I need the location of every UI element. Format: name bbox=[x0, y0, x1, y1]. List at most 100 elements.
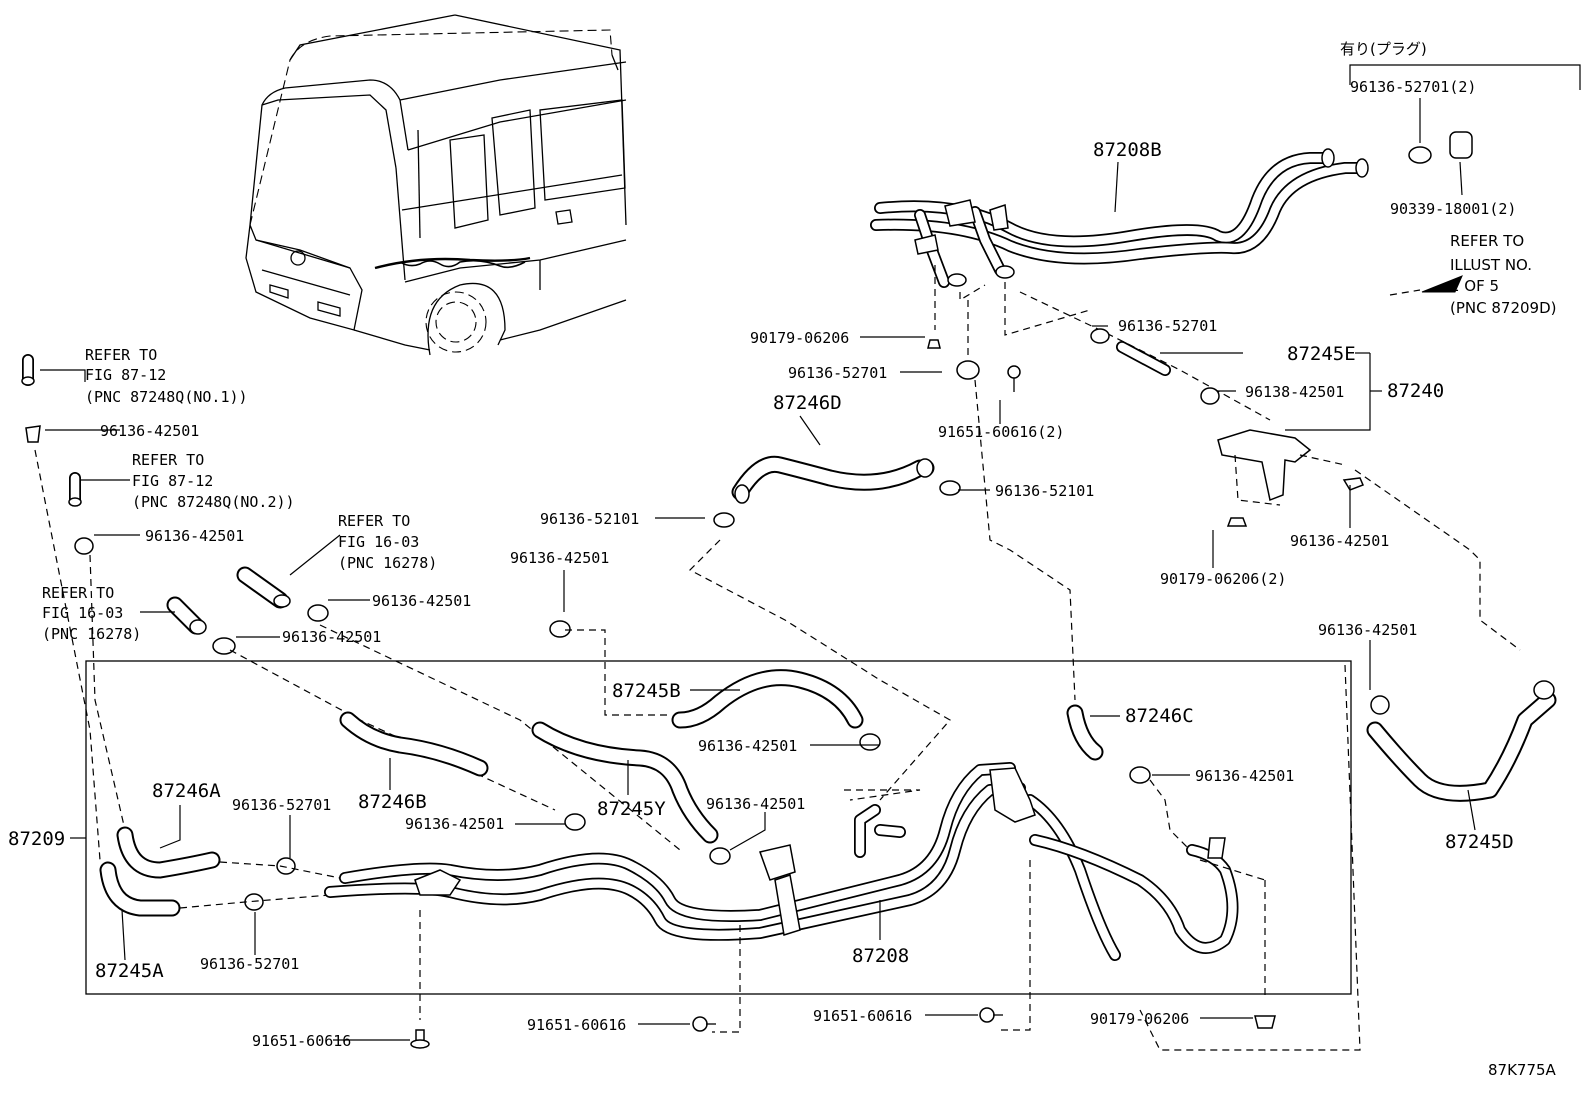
hose-clamp-icon bbox=[564, 813, 586, 831]
part-label-87208: 87208 bbox=[852, 945, 909, 967]
part-label-90339-18001-2: 90339-18001(2) bbox=[1390, 200, 1516, 218]
refer-line: REFER TO bbox=[132, 451, 204, 469]
hose-clamp-icon bbox=[276, 857, 296, 875]
part-label-96136-42501: 96136-42501 bbox=[1318, 621, 1417, 639]
part-label-91651-60616: 91651-60616 bbox=[813, 1007, 912, 1025]
bolt-icon bbox=[1007, 365, 1021, 379]
refer-line: (PNC 16278) bbox=[42, 625, 141, 643]
hose-87246d bbox=[688, 455, 961, 801]
part-label-96136-42501: 96136-42501 bbox=[372, 592, 471, 610]
arrow-icon bbox=[1421, 275, 1463, 293]
plug-and-clamp-group bbox=[1349, 64, 1581, 296]
refer-fig-87-12-no2: REFER TO FIG 87-12 (PNC 87248Q(NO.2)) bbox=[132, 451, 295, 511]
refer-line: REFER TO bbox=[42, 584, 114, 602]
part-label-96136-42501: 96136-42501 bbox=[698, 737, 797, 755]
hose-assembly-87208b bbox=[870, 148, 1369, 288]
part-label-96136-52701: 96136-52701 bbox=[1118, 317, 1217, 335]
hose-clamp-icon bbox=[549, 620, 571, 638]
refer-line: FIG 16-03 bbox=[42, 604, 123, 622]
hose-clamp-icon bbox=[1408, 146, 1432, 164]
hose-clamp-icon bbox=[212, 637, 236, 655]
part-label-87246d: 87246D bbox=[773, 392, 842, 414]
bolt-icon bbox=[979, 1007, 995, 1023]
part-label-96136-42501: 96136-42501 bbox=[282, 628, 381, 646]
plug-icon bbox=[1449, 131, 1473, 159]
refer-fig-16-03-b: REFER TO FIG 16-03 (PNC 16278) bbox=[42, 584, 141, 643]
plug-note: 有り(プラグ) bbox=[1340, 40, 1427, 58]
part-label-96136-42501: 96136-42501 bbox=[405, 815, 504, 833]
refer-line: (PNC 87209D) bbox=[1450, 299, 1556, 317]
part-label-96136-42501: 96136-42501 bbox=[1195, 767, 1294, 785]
hose-clamp-icon bbox=[859, 733, 881, 751]
part-label-87245d: 87245D bbox=[1445, 831, 1514, 853]
hose-clamp-icon bbox=[1090, 328, 1110, 344]
part-label-91651-60616: 91651-60616 bbox=[252, 1032, 351, 1050]
refer-fig-87-12-no1: REFER TO FIG 87-12 (PNC 87248Q(NO.1)) bbox=[85, 346, 248, 406]
part-label-96136-52701: 96136-52701 bbox=[232, 796, 331, 814]
part-label-87209: 87209 bbox=[8, 828, 65, 850]
part-label-96136-52101: 96136-52101 bbox=[540, 510, 639, 528]
hose-clamp-icon bbox=[1200, 387, 1220, 405]
refer-line: FIG 87-12 bbox=[85, 366, 166, 384]
callout-labels: 有り(プラグ) 96136-52701(2) 87208B 90339-1800… bbox=[8, 40, 1557, 1079]
refer-line: REFER TO bbox=[85, 346, 157, 364]
refer-line: (PNC 87248Q(NO.2)) bbox=[132, 493, 295, 511]
hose-clamp-icon bbox=[244, 893, 264, 911]
hose-clamp-icon bbox=[956, 360, 980, 380]
part-label-96136-42501: 96136-42501 bbox=[145, 527, 244, 545]
part-label-90179-06206-2: 90179-06206(2) bbox=[1160, 570, 1286, 588]
part-label-90179-06206: 90179-06206 bbox=[750, 329, 849, 347]
refer-line: REFER TO bbox=[1450, 232, 1524, 250]
bracket-87240 bbox=[1217, 429, 1312, 502]
pipe-87208 bbox=[324, 664, 1361, 1051]
drawing-number: 87K775A bbox=[1488, 1061, 1557, 1079]
hose-clamp-icon bbox=[939, 480, 961, 496]
refer-line: ILLUST NO. bbox=[1450, 256, 1532, 274]
part-label-87208b: 87208B bbox=[1093, 139, 1162, 161]
refer-fig-16-03-a: REFER TO FIG 16-03 (PNC 16278) bbox=[338, 512, 437, 572]
part-label-91651-60616-2: 91651-60616(2) bbox=[938, 423, 1064, 441]
hose-clamp-icon bbox=[307, 604, 329, 622]
part-label-87246b: 87246B bbox=[358, 791, 427, 813]
part-label-87246a: 87246A bbox=[152, 780, 221, 802]
hose-clamp-icon bbox=[713, 512, 735, 528]
hoses-in-frame bbox=[99, 669, 1557, 917]
fasteners-bottom bbox=[410, 1007, 1276, 1049]
bolt-icon bbox=[692, 1016, 708, 1032]
refer-line: FIG 87-12 bbox=[132, 472, 213, 490]
part-label-96136-42501: 96136-42501 bbox=[1290, 532, 1389, 550]
nut-icon bbox=[1254, 1015, 1276, 1029]
part-label-91651-60616: 91651-60616 bbox=[527, 1016, 626, 1034]
part-label-96136-52701: 96136-52701 bbox=[200, 955, 299, 973]
part-label-96136-52701: 96136-52701 bbox=[788, 364, 887, 382]
part-label-90179-06206: 90179-06206 bbox=[1090, 1010, 1189, 1028]
part-label-87245a: 87245A bbox=[95, 960, 164, 982]
part-label-96138-42501: 96138-42501 bbox=[1245, 383, 1344, 401]
right-cluster bbox=[927, 265, 1521, 701]
part-label-87240: 87240 bbox=[1387, 380, 1444, 402]
refer-line: (PNC 16278) bbox=[338, 554, 437, 572]
refer-line: FIG 16-03 bbox=[338, 533, 419, 551]
hose-clamp-icon bbox=[1129, 766, 1151, 784]
vehicle-illustration bbox=[245, 14, 627, 356]
hose-clamp-icon bbox=[74, 537, 94, 555]
part-label-96136-42501: 96136-42501 bbox=[100, 422, 199, 440]
part-label-96136-52101: 96136-52101 bbox=[995, 482, 1094, 500]
refer-illust-note: REFER TO ILLUST NO. 2 OF 5 (PNC 87209D) bbox=[1450, 232, 1556, 317]
hose-clamp-icon bbox=[1342, 477, 1364, 491]
part-label-87245e: 87245E bbox=[1287, 343, 1356, 365]
part-label-96136-42501: 96136-42501 bbox=[510, 549, 609, 567]
nut-icon bbox=[927, 339, 941, 349]
leader-lines bbox=[40, 98, 1476, 1041]
part-label-87246c: 87246C bbox=[1125, 705, 1194, 727]
nut-icon bbox=[1226, 517, 1248, 527]
hose-clamp-icon bbox=[1370, 695, 1390, 715]
bracket-icon bbox=[989, 767, 1036, 823]
refer-line: (PNC 87248Q(NO.1)) bbox=[85, 388, 248, 406]
refer-line: REFER TO bbox=[338, 512, 410, 530]
hose-clamp-icon bbox=[25, 425, 41, 443]
hose-clamp-icon bbox=[709, 847, 731, 865]
part-label-96136-52701-2: 96136-52701(2) bbox=[1350, 78, 1476, 96]
